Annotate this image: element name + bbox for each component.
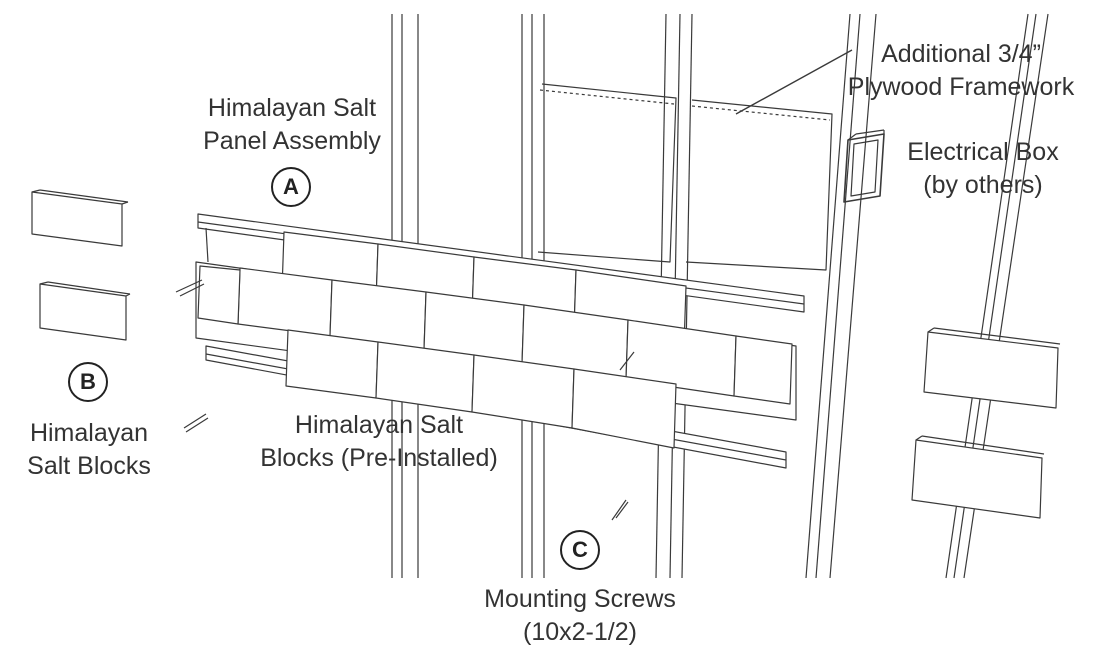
loose-salt-blocks-left (31, 189, 131, 341)
electrical-box-line2: (by others) (923, 171, 1043, 199)
salt-blocks-label: Himalayan Salt Blocks (14, 417, 164, 483)
callout-c: C (560, 530, 600, 570)
panel-assembly-line1: Himalayan Salt (207, 94, 377, 122)
loose-salt-blocks-right (911, 327, 1061, 519)
pre-installed-line1: Himalayan Salt (294, 411, 464, 439)
plywood-leader-line (735, 49, 853, 115)
electrical-box (843, 129, 885, 203)
pre-installed-salt-blocks (197, 231, 793, 449)
callout-a: A (271, 167, 311, 207)
plywood-line1: Additional 3/4” (881, 40, 1041, 68)
electrical-box-line1: Electrical Box (907, 138, 1059, 166)
screws-line2: (10x2-1/2) (523, 618, 637, 646)
plywood-framework-label: Additional 3/4” Plywood Framework (830, 38, 1092, 104)
mounting-screws (175, 279, 635, 521)
callout-b: B (68, 362, 108, 402)
plywood-framework (537, 83, 833, 271)
panel-assembly-line2: Panel Assembly (203, 127, 381, 155)
screws-line1: Mounting Screws (484, 585, 676, 613)
panel-assembly-label: Himalayan Salt Panel Assembly (176, 92, 408, 158)
pre-installed-blocks-label: Himalayan Salt Blocks (Pre-Installed) (240, 409, 518, 475)
salt-blocks-line2: Salt Blocks (27, 452, 151, 480)
salt-blocks-line1: Himalayan (29, 419, 149, 447)
plywood-line2: Plywood Framework (847, 73, 1075, 101)
pre-installed-line2: Blocks (Pre-Installed) (260, 444, 498, 472)
electrical-box-label: Electrical Box (by others) (894, 136, 1072, 202)
mounting-screws-label: Mounting Screws (10x2-1/2) (464, 583, 696, 649)
